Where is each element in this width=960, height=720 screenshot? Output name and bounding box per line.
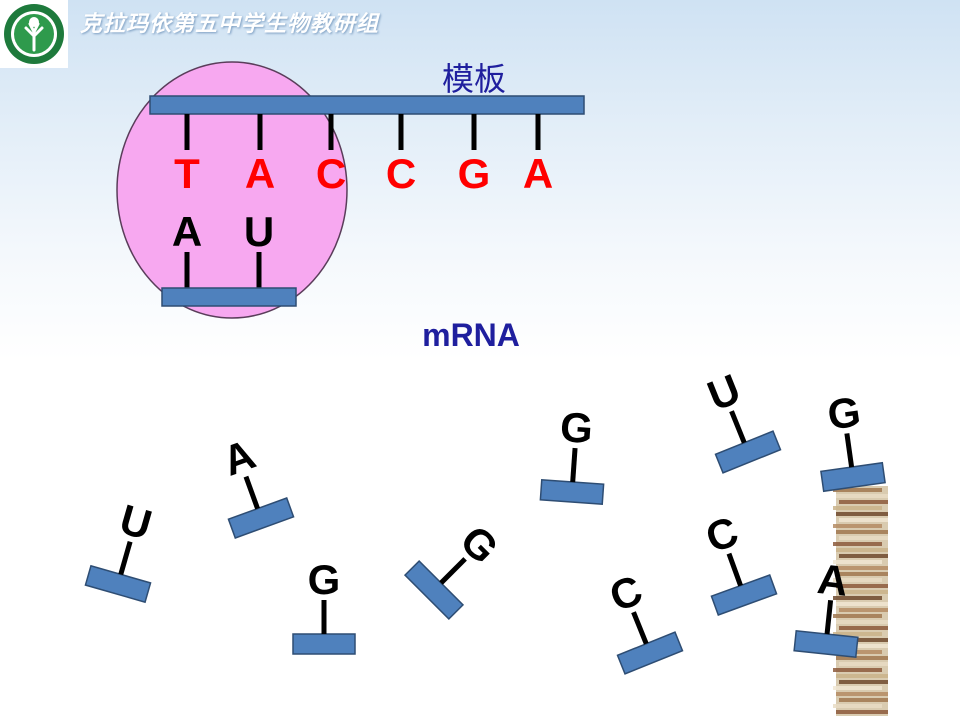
template-base-letter: C	[316, 150, 346, 197]
free-base-letter: G	[308, 556, 341, 603]
free-nucleotide: G	[820, 388, 886, 493]
template-base: T	[174, 114, 200, 197]
free-nucleotide: G	[403, 516, 508, 621]
free-nucleotide: C	[603, 566, 684, 675]
nucleotide-bar	[616, 631, 684, 675]
base-stem	[726, 552, 743, 587]
template-base-letter: T	[174, 150, 200, 197]
free-nucleotide: G	[292, 556, 356, 655]
free-base-letter: C	[603, 566, 649, 621]
free-nucleotides: U A G G G U CC A G	[84, 365, 886, 675]
free-base-letter: A	[217, 430, 262, 485]
template-base: G	[458, 114, 491, 197]
nucleotide-bar	[403, 559, 465, 621]
base-stem	[729, 410, 747, 444]
nucleotide-bar	[710, 574, 778, 616]
school-tree-logo-icon	[0, 0, 68, 68]
template-base: C	[386, 114, 416, 197]
template-base-letter: C	[386, 150, 416, 197]
template-base: A	[245, 114, 275, 197]
template-label: 模板	[442, 60, 506, 98]
base-stem	[243, 475, 260, 510]
header-title: 克拉玛依第五中学生物教研组	[80, 11, 380, 37]
template-strand	[149, 95, 585, 115]
free-base-letter: C	[700, 507, 745, 562]
book-stack-image	[833, 486, 888, 716]
template-base-letter: A	[245, 150, 275, 197]
nucleotide-bar	[227, 497, 295, 539]
free-base-letter: U	[701, 365, 747, 420]
template-base-letter: A	[523, 150, 553, 197]
nucleotide-bar	[292, 633, 356, 655]
mrna-strand	[161, 287, 297, 307]
base-stem	[844, 433, 855, 468]
template-base: C	[316, 114, 346, 197]
nucleotide-bar	[714, 430, 782, 474]
nucleotide-bar	[793, 629, 859, 659]
free-nucleotide: G	[539, 403, 605, 505]
base-stem	[631, 611, 649, 645]
nucleotide-bar	[84, 564, 152, 604]
free-nucleotide: A	[793, 555, 859, 659]
paired-base-letter: U	[244, 208, 274, 255]
ribosome-ellipse	[116, 61, 348, 319]
base-stem	[118, 541, 133, 576]
free-base-letter: G	[825, 388, 864, 439]
nucleotide-bar	[539, 479, 605, 505]
template-base: A	[523, 114, 553, 197]
base-stem	[824, 599, 834, 635]
base-stem	[570, 447, 578, 483]
template-base-letter: G	[458, 150, 491, 197]
paired-base: U	[244, 208, 274, 288]
mrna-label: mRNA	[422, 317, 520, 353]
free-nucleotide: U	[84, 495, 157, 604]
free-base-letter: U	[115, 495, 157, 549]
nucleotide-bar	[820, 461, 886, 493]
paired-base-letter: A	[172, 208, 202, 255]
free-base-letter: A	[815, 555, 850, 605]
paired-base: A	[172, 208, 202, 288]
free-nucleotide: U	[701, 365, 782, 474]
base-stem	[439, 557, 467, 585]
free-nucleotide: C	[700, 507, 778, 616]
free-base-letter: G	[559, 403, 595, 452]
free-nucleotide: A	[217, 430, 295, 539]
